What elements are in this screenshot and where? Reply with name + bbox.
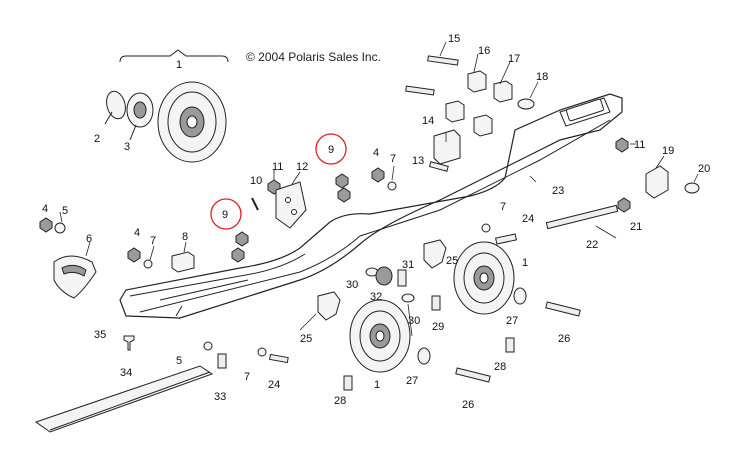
callout-24: 24 (522, 213, 534, 225)
leader-lines (59, 41, 699, 337)
callout-4: 4 (373, 147, 379, 159)
callout-4: 4 (134, 227, 140, 239)
callout-1: 1 (522, 257, 528, 269)
copyright-notice: © 2004 Polaris Sales Inc. (246, 50, 381, 64)
callout-9: 9 (328, 144, 334, 156)
callout-15: 15 (448, 33, 460, 45)
callout-18: 18 (536, 71, 548, 83)
wheel-assembly-top (104, 49, 229, 163)
bogie-wheels (349, 241, 515, 373)
callout-21: 21 (630, 221, 642, 233)
callout-27: 27 (506, 315, 518, 327)
hardware-parts (34, 55, 700, 433)
callout-32: 32 (370, 291, 382, 303)
callout-26: 26 (462, 399, 474, 411)
callout-30: 30 (408, 315, 420, 327)
callout-30: 30 (346, 279, 358, 291)
callout-6: 6 (86, 233, 92, 245)
callout-11: 11 (272, 161, 283, 173)
callout-8: 8 (182, 231, 188, 243)
callout-19: 19 (662, 145, 674, 157)
callout-1: 1 (176, 59, 182, 71)
callout-28: 28 (334, 395, 346, 407)
callout-10: 10 (250, 175, 262, 187)
callout-17: 17 (508, 53, 520, 65)
callout-2: 2 (94, 133, 100, 145)
callout-25: 25 (446, 255, 458, 267)
callout-33: 33 (214, 391, 226, 403)
callout-7: 7 (390, 153, 396, 165)
callout-14: 14 (422, 115, 434, 127)
callout-7: 7 (150, 235, 156, 247)
callout-13: 13 (412, 155, 424, 167)
callout-34: 34 (120, 367, 132, 379)
callout-25: 25 (300, 333, 312, 345)
callout-26: 26 (558, 333, 570, 345)
callout-7: 7 (500, 201, 506, 213)
callout-23: 23 (552, 185, 564, 197)
highlight-circle-9-left (210, 198, 242, 230)
callout-16: 16 (478, 45, 490, 57)
callout-7: 7 (244, 371, 250, 383)
callout-11: 11 (634, 139, 645, 151)
callout-31: 31 (402, 259, 414, 271)
callout-9: 9 (222, 209, 228, 221)
callout-24: 24 (268, 379, 280, 391)
callout-29: 29 (432, 321, 444, 333)
highlight-circle-9-right (315, 133, 347, 165)
callout-1: 1 (374, 379, 380, 391)
callout-20: 20 (698, 163, 710, 175)
slide-rail-assembly (119, 93, 623, 319)
callout-28: 28 (494, 361, 506, 373)
callout-5: 5 (62, 205, 68, 217)
callout-4: 4 (42, 203, 48, 215)
callout-12: 12 (296, 161, 308, 173)
callout-3: 3 (124, 141, 130, 153)
callout-27: 27 (406, 375, 418, 387)
callout-35: 35 (94, 329, 106, 341)
callout-5: 5 (176, 355, 182, 367)
callout-22: 22 (586, 239, 598, 251)
